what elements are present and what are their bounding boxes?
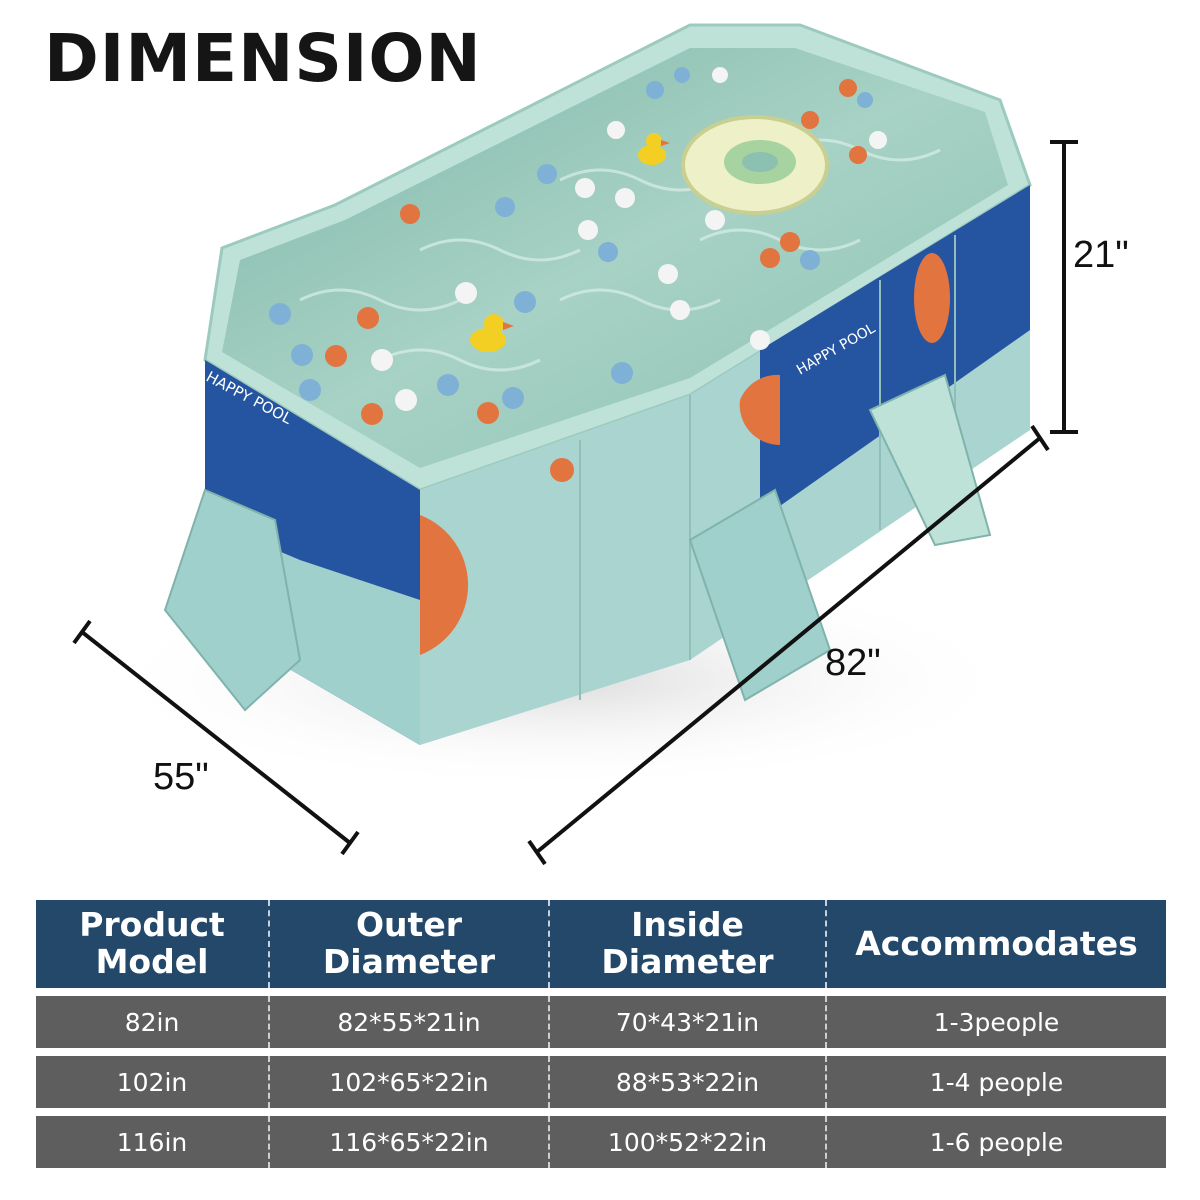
cell-inside-diameter: 70*43*21in — [550, 996, 827, 1048]
rubber-duck — [638, 133, 670, 165]
cell-outer-diameter: 82*55*21in — [270, 996, 550, 1048]
column-header-outer-diameter: Outer Diameter — [270, 900, 550, 988]
spec-table: Product Model Outer Diameter Inside Diam… — [36, 892, 1166, 1176]
swim-ring — [681, 115, 829, 215]
support-leg-left — [163, 488, 302, 712]
column-header-inside-diameter: Inside Diameter — [550, 900, 827, 988]
support-leg-middle — [688, 488, 832, 702]
cell-accommodates: 1-4 people — [827, 1056, 1166, 1108]
height-dimension-label: 21" — [1073, 234, 1129, 276]
cell-outer-diameter: 102*65*22in — [270, 1056, 550, 1108]
height-dimension-line — [1050, 140, 1078, 434]
width-dimension-label: 55" — [153, 756, 209, 798]
cell-inside-diameter: 88*53*22in — [550, 1056, 827, 1108]
column-header-product-model: Product Model — [36, 900, 270, 988]
table-row: 102in 102*65*22in 88*53*22in 1-4 people — [36, 1056, 1166, 1108]
table-row: 82in 82*55*21in 70*43*21in 1-3people — [36, 996, 1166, 1048]
spec-table-header-row: Product Model Outer Diameter Inside Diam… — [36, 900, 1166, 988]
cell-inside-diameter: 100*52*22in — [550, 1116, 827, 1168]
cell-product-model: 102in — [36, 1056, 270, 1108]
width-dimension-line — [72, 619, 360, 856]
panel-orange-shape — [739, 374, 780, 446]
cell-accommodates: 1-6 people — [827, 1116, 1166, 1168]
pool-front-wall-blue — [760, 185, 1030, 520]
length-dimension-line — [527, 424, 1050, 866]
pool-illustration: HAPPY POOL HAPPY POOL — [72, 23, 1078, 866]
table-row: 116in 116*65*22in 100*52*22in 1-6 people — [36, 1116, 1166, 1168]
cell-accommodates: 1-3people — [827, 996, 1166, 1048]
cell-outer-diameter: 116*65*22in — [270, 1116, 550, 1168]
panel-orange-shape — [914, 253, 950, 343]
cell-product-model: 116in — [36, 1116, 270, 1168]
length-dimension-label: 82" — [825, 642, 881, 684]
panel-orange-shape — [420, 515, 469, 655]
ball-pit-balls — [269, 67, 887, 482]
cell-product-model: 82in — [36, 996, 270, 1048]
column-header-accommodates: Accommodates — [827, 900, 1166, 988]
page-title: DIMENSION — [44, 20, 482, 97]
rubber-duck — [470, 314, 514, 352]
